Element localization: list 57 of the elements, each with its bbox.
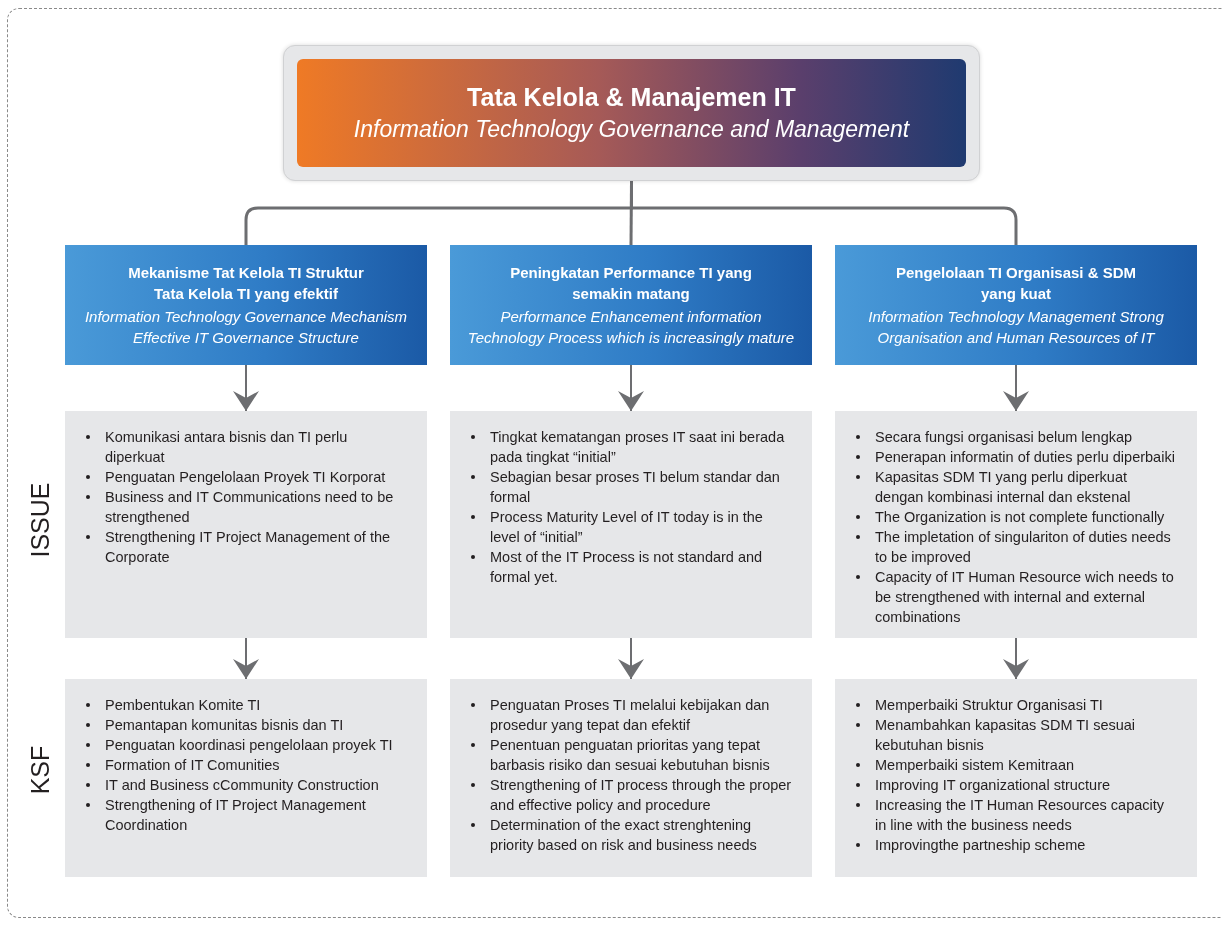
bullet-item: Increasing the IT Human Resources capacity in line with the business needs: [875, 796, 1166, 835]
chevron-arrow: [1003, 637, 1029, 680]
header-translation: Information Technology Management Strong Organisation and Human Resources of IT: [867, 307, 1165, 348]
row-label: ISSUE: [25, 482, 55, 558]
chevron-arrow: [618, 364, 644, 412]
bullet-item: Determination of the exact strenghtening priority based on risk and business needs: [490, 816, 758, 855]
issue-panel: [450, 411, 812, 638]
bullet-item: Formation of IT Comunities: [105, 756, 280, 775]
issue-panel: [65, 411, 427, 638]
bullet-item: Capacity of IT Human Resource wich needs to be strengthened with internal and external combinations: [875, 568, 1175, 627]
bullet-item: Penerapan informatin of duties perlu diperbaiki: [875, 448, 1175, 467]
ksf-panel: [65, 679, 427, 877]
header-title: Pengelolaan TI Organisasi & SDM yang kuat: [894, 263, 1138, 304]
bullet-item: Pemantapan komunitas bisnis dan TI: [105, 716, 344, 735]
bullet-item: Secara fungsi organisasi belum lengkap: [875, 428, 1133, 447]
bullet-item: Process Maturity Level of IT today is in the level of “initial”: [490, 508, 764, 547]
connector-line: [630, 181, 1018, 245]
bullet-item: Tingkat kematangan proses IT saat ini berada pada tingkat “initial”: [490, 428, 786, 467]
bullet-item: Improvingthe partneship scheme: [875, 836, 1086, 855]
ksf-panel: [835, 679, 1197, 877]
bullet-item: The impletation of singulariton of duties needs to be improved: [875, 528, 1172, 567]
bullet-item: Menambahkan kapasitas SDM TI sesuai kebutuhan bisnis: [875, 716, 1137, 755]
chevron-arrow: [233, 364, 259, 412]
bullet-item: The Organization is not complete functionally: [875, 508, 1165, 527]
bullet-item: Strengthening IT Project Management of the Corporate: [105, 528, 392, 567]
title-text: Tata Kelola & Manajemen IT: [467, 83, 796, 112]
bullet-item: Improving IT organizational structure: [875, 776, 1111, 795]
chevron-arrow: [618, 637, 644, 680]
bullet-item: Penguatan Pengelolaan Proyek TI Korporat: [105, 468, 386, 487]
chevron-arrow: [1003, 364, 1029, 412]
bullet-item: Kapasitas SDM TI yang perlu diperkuat dengan kombinasi internal dan ekstenal: [875, 468, 1132, 507]
bullet-item: Strengthening of IT Project Management Coordination: [105, 796, 367, 835]
header-translation: Information Technology Governance Mechanism Effective IT Governance Structure: [83, 307, 409, 348]
bullet-item: Penentuan penguatan prioritas yang tepat barbasis risiko dan sesuai kebutuhan bisnis: [490, 736, 771, 775]
bullet-item: Sebagian besar proses TI belum standar dan formal: [490, 468, 781, 507]
bullet-item: Penguatan koordinasi pengelolaan proyek TI: [105, 736, 393, 755]
header-title: Peningkatan Performance TI yang semakin matang: [509, 263, 753, 304]
issue-panel: [835, 411, 1197, 638]
header-translation: Performance Enhancement information Technology Process which is increasingly mature: [466, 307, 796, 348]
subtitle-text: Information Technology Governance and Management: [353, 116, 910, 143]
bullet-item: Most of the IT Process is not standard and formal yet.: [490, 548, 764, 587]
category-header: [65, 245, 427, 365]
bullet-item: Memperbaiki Struktur Organisasi TI: [875, 696, 1103, 715]
title-frame: [283, 45, 980, 181]
ksf-panel: [450, 679, 812, 877]
chevron-arrow: [233, 637, 259, 680]
row-label: KSF: [25, 745, 55, 795]
bullet-item: IT and Business cCommunity Construction: [105, 776, 379, 795]
category-header: [450, 245, 812, 365]
bullet-item: Business and IT Communications need to be strengthened: [105, 488, 395, 527]
bullet-item: Penguatan Proses TI melalui kebijakan dan prosedur yang tepat dan efektif: [490, 696, 771, 735]
bullet-item: Strengthening of IT process through the proper and effective policy and procedure: [490, 776, 793, 815]
category-header: [835, 245, 1197, 365]
bullet-item: Pembentukan Komite TI: [105, 696, 261, 715]
header-title: Mekanisme Tat Kelola TI Struktur Tata Kelola TI yang efektif: [127, 263, 365, 304]
bullet-item: Memperbaiki sistem Kemitraan: [875, 756, 1075, 775]
bullet-item: Komunikasi antara bisnis dan TI perlu diperkuat: [105, 428, 349, 467]
